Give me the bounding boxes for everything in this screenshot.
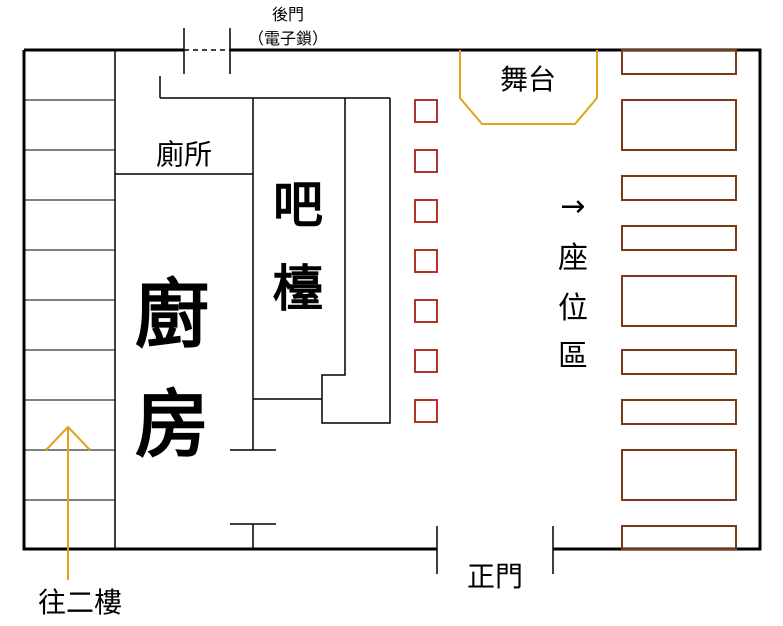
to-second-floor-label: 往二樓 — [38, 586, 122, 619]
staircase[interactable] — [24, 50, 116, 549]
table — [621, 525, 737, 550]
table — [621, 49, 737, 75]
bar-stool — [414, 199, 438, 223]
table — [621, 275, 737, 327]
table — [621, 349, 737, 375]
bar-stool — [414, 149, 438, 173]
table — [621, 449, 737, 501]
tables — [621, 49, 737, 550]
seating-label-2: 位 — [558, 291, 588, 326]
bar-stool — [414, 399, 438, 423]
table — [621, 175, 737, 201]
bar-stool — [414, 299, 438, 323]
table — [621, 399, 737, 425]
main-door[interactable] — [436, 526, 554, 574]
bar-stools — [414, 99, 438, 423]
restroom-label: 廁所 — [156, 138, 212, 171]
back-door-lock-label: （電子鎖） — [248, 29, 328, 48]
bar-stool — [414, 99, 438, 123]
kitchen-walls — [230, 98, 276, 549]
bar-stool — [414, 349, 438, 373]
stage[interactable] — [459, 50, 598, 125]
kitchen-label-1: 廚 — [135, 272, 209, 358]
restroom-walls — [115, 76, 390, 175]
back-door-label: 後門 — [272, 5, 304, 24]
table — [621, 99, 737, 151]
bar-stool — [414, 249, 438, 273]
back-door[interactable] — [183, 28, 231, 74]
seating-arrow-icon: → — [560, 189, 585, 224]
seating-label-1: 座 — [558, 241, 588, 276]
up-arrow-icon — [45, 425, 91, 580]
table — [621, 225, 737, 251]
stage-label: 舞台 — [500, 63, 556, 96]
seating-label-3: 區 — [558, 339, 588, 374]
bar-label-1: 吧 — [273, 176, 323, 234]
bar-label-2: 檯 — [273, 260, 323, 318]
bar-counter — [253, 98, 391, 424]
main-door-label: 正門 — [467, 560, 523, 593]
kitchen-label-2: 房 — [135, 382, 209, 468]
